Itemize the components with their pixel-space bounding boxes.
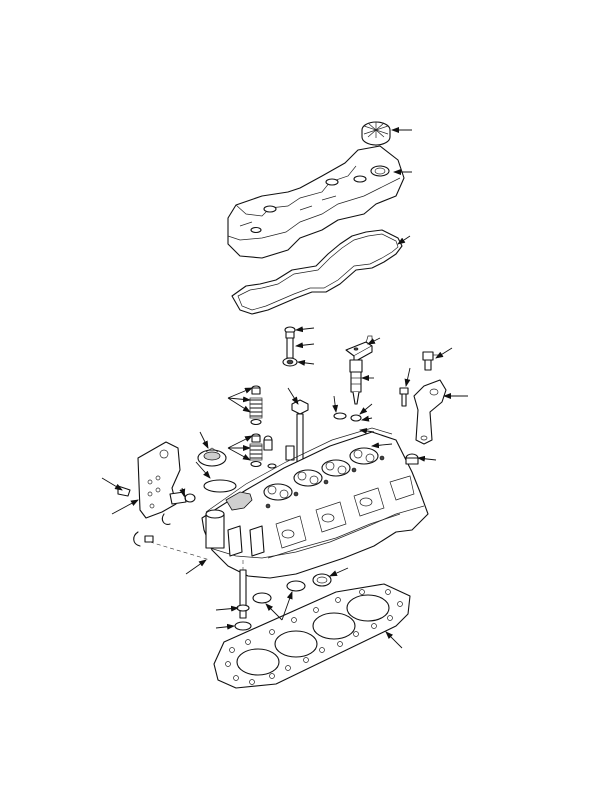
thermostat: [197, 447, 237, 493]
fuel-injector: [349, 359, 363, 405]
valve-cover-gasket: [231, 229, 403, 315]
injector-sealing-washer: [333, 412, 362, 422]
lifting-bracket: [117, 441, 196, 519]
injector-hold-down-bolt: [282, 326, 298, 367]
callout-leaders: [101, 127, 468, 649]
cylinder-head-gasket: [213, 583, 411, 689]
cylinder-head: [201, 427, 429, 579]
valve-cover: [227, 145, 405, 259]
valve-springs: [249, 385, 277, 469]
valves: [234, 560, 252, 631]
small-fittings: [133, 513, 211, 561]
oil-filler-cap: [361, 121, 391, 168]
port-seal-rings: [252, 573, 332, 604]
fuel-connector: [422, 351, 438, 371]
injector-clamp: [345, 335, 373, 363]
rocker-support: [399, 379, 447, 445]
